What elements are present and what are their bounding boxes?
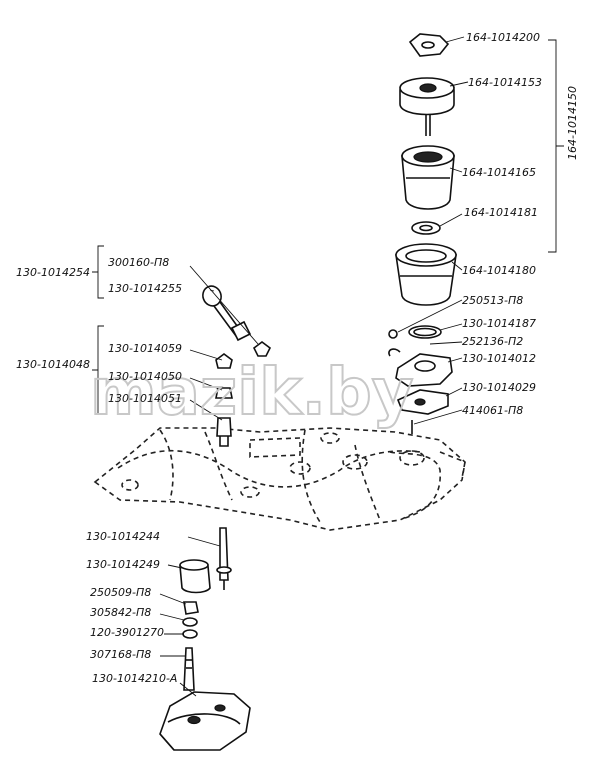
label-307168-p8: 307168-П8	[90, 648, 151, 661]
label-130-1014012: 130-1014012	[462, 352, 536, 365]
body-flange-parts	[395, 353, 453, 434]
washer-part	[411, 221, 441, 235]
label-164-1014150: 164-1014150	[566, 86, 579, 160]
label-130-1014255: 130-1014255	[108, 282, 182, 295]
spacer-part	[179, 559, 211, 594]
label-300160-p8: 300160-П8	[108, 256, 169, 269]
bracket-164-1014150	[548, 39, 564, 253]
leader-lines	[159, 36, 469, 697]
eye-bolt-part	[202, 285, 252, 342]
label-164-1014165: 164-1014165	[462, 166, 536, 179]
cap-plate-part	[408, 33, 450, 57]
bolt-part	[183, 647, 195, 691]
label-130-1014249: 130-1014249	[86, 558, 160, 571]
bracket-130-1014048	[92, 325, 104, 415]
filter-cup-part	[401, 145, 455, 210]
label-164-1014180: 164-1014180	[462, 264, 536, 277]
label-130-1014254: 130-1014254	[16, 266, 90, 279]
label-164-1014200: 164-1014200	[466, 31, 540, 44]
label-130-1014187: 130-1014187	[462, 317, 536, 330]
label-164-1014153: 164-1014153	[468, 76, 542, 89]
label-130-1014048: 130-1014048	[16, 358, 90, 371]
ring-and-circlip-parts	[388, 325, 442, 357]
label-164-1014181: 164-1014181	[464, 206, 538, 219]
label-252136-p2: 252136-П2	[462, 335, 523, 348]
label-130-1014210-a: 130-1014210-А	[92, 672, 177, 685]
label-250513-p8: 250513-П8	[462, 294, 523, 307]
nut-washer-parts	[182, 601, 199, 639]
label-305842-p8: 305842-П8	[90, 606, 151, 619]
label-130-1014029: 130-1014029	[462, 381, 536, 394]
label-130-1014244: 130-1014244	[86, 530, 160, 543]
watermark-text: mazik.by	[90, 356, 413, 430]
rotor-disc-part	[399, 77, 455, 136]
label-130-1014051: 130-1014051	[108, 392, 182, 405]
label-130-1014050: 130-1014050	[108, 370, 182, 383]
label-120-3901270: 120-3901270	[90, 626, 164, 639]
housing-cup-part	[395, 243, 457, 306]
stud-part	[216, 527, 232, 590]
intake-manifold	[93, 427, 466, 531]
label-414061-p8: 414061-П8	[462, 404, 523, 417]
label-130-1014059: 130-1014059	[108, 342, 182, 355]
cover-plate-part	[159, 691, 251, 751]
cap-nut-part	[252, 341, 272, 357]
bracket-130-1014254	[92, 245, 104, 299]
label-250509-p8: 250509-П8	[90, 586, 151, 599]
fitting-stack-part	[215, 353, 233, 447]
